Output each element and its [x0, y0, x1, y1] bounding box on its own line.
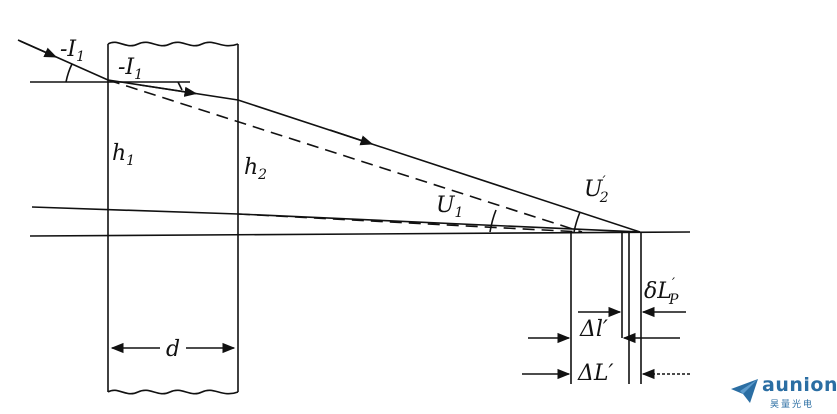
label-delta-l: Δl′ [579, 317, 608, 342]
angle-arc-U2p [573, 211, 581, 233]
logo-brand-text: aunion [762, 374, 837, 396]
dashed-paraxial-ray [237, 213, 583, 233]
plate-bottom-break [107, 389, 239, 395]
label-deltaL-p: δL′P [644, 276, 679, 308]
emerging-ray-arrow [329, 129, 374, 146]
emerging-ray [237, 99, 641, 233]
angle-arc-outer-I1 [65, 63, 73, 83]
angle-arc-inner-I1 [177, 81, 183, 91]
dashed-marginal-ray [107, 79, 583, 233]
label-neg-I1-inner: -I1 [118, 55, 143, 83]
aunion-logo: aunion 昊量光电 [728, 374, 837, 410]
plate-top-break [107, 41, 239, 47]
logo-tagline: 昊量光电 [770, 400, 815, 410]
paper-plane-icon [731, 379, 758, 403]
label-U1: U1 [436, 193, 463, 221]
incident-ray-arrow [19, 40, 58, 58]
angle-arc-U1 [489, 209, 497, 233]
refracted-ray-arrow [139, 84, 198, 97]
optical-axis [29, 231, 691, 237]
label-neg-I1-outer: -I1 [60, 37, 85, 65]
label-d: d [166, 337, 180, 362]
label-delta-L: ΔL′ [577, 361, 614, 386]
label-h1: h1 [112, 141, 135, 169]
label-h2: h2 [244, 155, 267, 183]
label-U2p: U′2 [584, 174, 609, 206]
